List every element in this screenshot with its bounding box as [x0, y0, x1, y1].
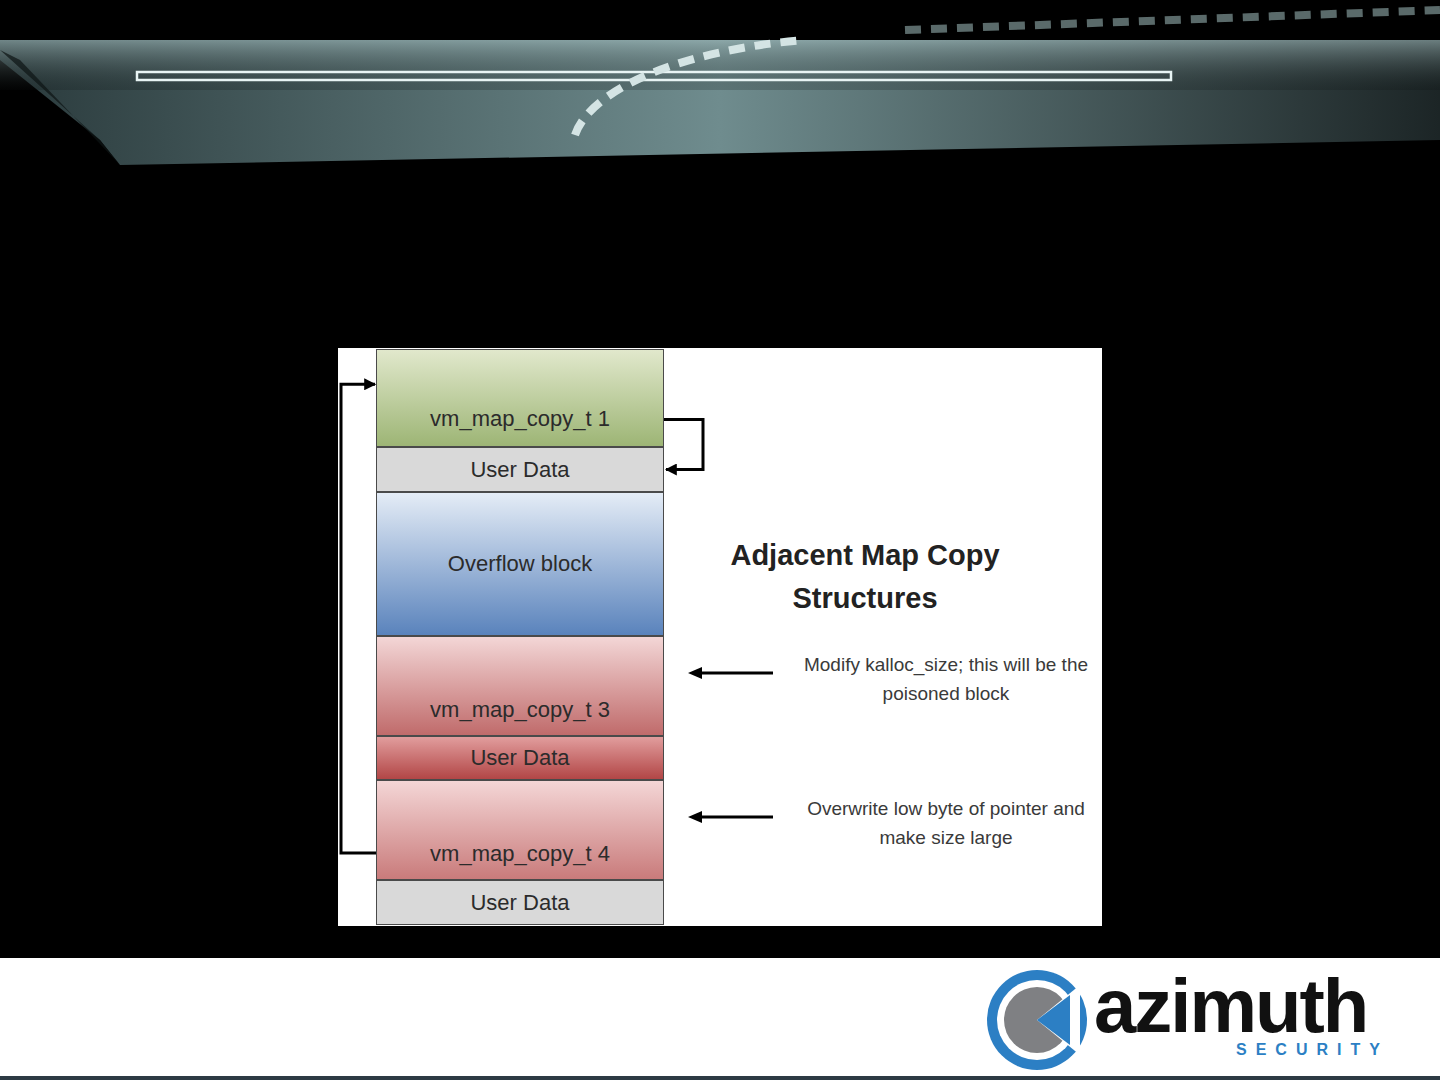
- box-label: vm_map_copy_t 1: [430, 406, 610, 432]
- box-label: vm_map_copy_t 4: [430, 841, 610, 867]
- struct-box: vm_map_copy_t 4: [376, 780, 664, 880]
- box-label: User Data: [470, 890, 569, 916]
- pointer-arrow: [341, 384, 376, 853]
- box-label: User Data: [470, 457, 569, 483]
- pointer-arrow: [664, 420, 703, 470]
- logo-tagline: SECURITY: [1236, 1040, 1406, 1060]
- diagram-title: Adjacent Map Copy Structures: [715, 534, 1015, 620]
- box-label: Overflow block: [448, 551, 592, 577]
- logo-wordmark: azimuth: [1094, 964, 1404, 1048]
- box-label: User Data: [470, 745, 569, 771]
- struct-box: vm_map_copy_t 1: [376, 349, 664, 447]
- data-box: User Data: [376, 736, 664, 780]
- data-box: User Data: [376, 880, 664, 925]
- callout-note: Overwrite low byte of pointer and make s…: [790, 794, 1102, 852]
- callout-note: Modify kalloc_size; this will be the poi…: [790, 650, 1102, 708]
- box-label: vm_map_copy_t 3: [430, 697, 610, 723]
- data-box: User Data: [376, 447, 664, 492]
- struct-box: vm_map_copy_t 3: [376, 636, 664, 736]
- overflow-box: Overflow block: [376, 492, 664, 636]
